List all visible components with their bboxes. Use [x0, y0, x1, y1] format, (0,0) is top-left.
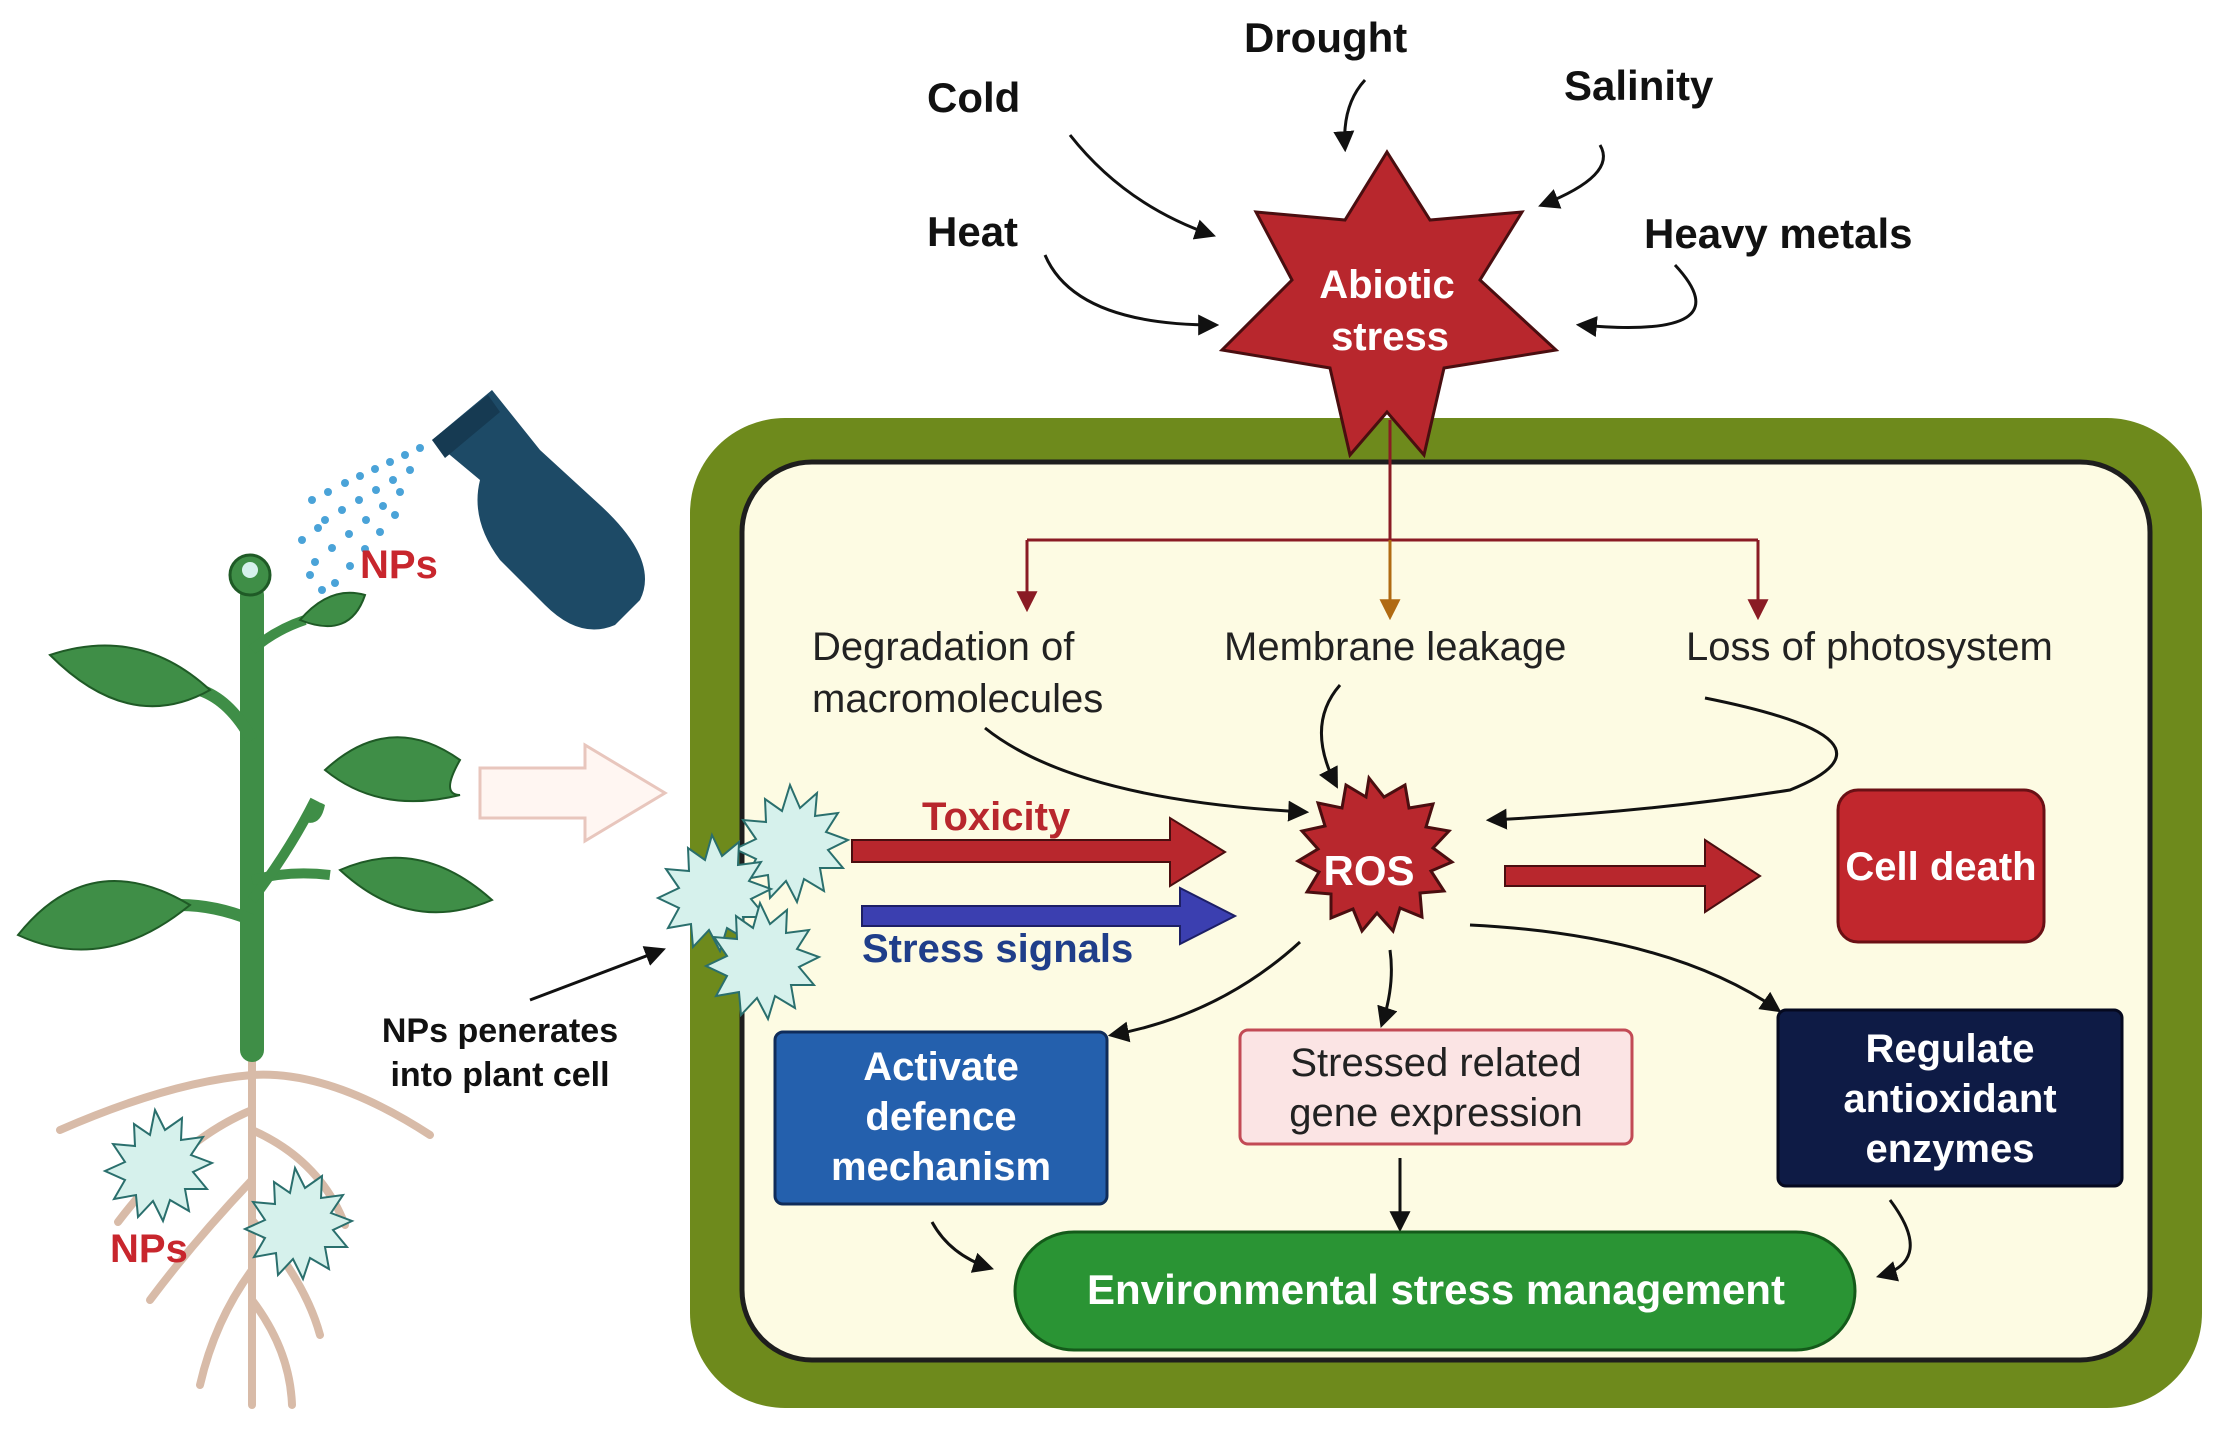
effect-to-ros-arrows [984, 684, 1839, 830]
abiotic-stress-star: Abiotic stress [1218, 149, 1560, 459]
toxicity-arrow [851, 816, 1227, 888]
stress-signals-label: Stress signals [862, 927, 1133, 971]
stressor-heat: Heat [927, 208, 1018, 255]
gene-expression-box: Stressed related gene expression [1238, 1028, 1634, 1146]
root-nanoparticle-1 [102, 1106, 215, 1224]
abiotic-stress-label-1: Abiotic [1319, 263, 1455, 307]
nanoparticle-3 [703, 900, 822, 1022]
root-nanoparticle-2 [242, 1164, 355, 1282]
ros-label: ROS [1323, 847, 1414, 894]
outcome-to-management-arrows [930, 1158, 1912, 1282]
nanoparticle-1 [732, 782, 851, 905]
plant-illustration: NPs [16, 553, 494, 1409]
spray-bottle-head [432, 395, 500, 458]
ros-to-outcome-arrows [1107, 923, 1782, 1043]
gene-expression-label-1: Stressed related [1290, 1041, 1581, 1085]
defence-label-1: Activate [863, 1045, 1019, 1089]
abiotic-stress-label-2: stress [1331, 315, 1449, 359]
antioxidant-rect [1776, 1008, 2124, 1188]
cell-death-label: Cell death [1845, 845, 2036, 889]
arrow-drought-to-stress [1333, 78, 1367, 153]
leaf-2 [298, 591, 367, 628]
toxicity-label: Toxicity [922, 795, 1071, 839]
arrow-membrane-to-ros [1318, 684, 1342, 789]
ros-burst: ROS [1294, 774, 1455, 934]
effect-membrane: Membrane leakage [1224, 625, 1566, 669]
defence-rect [773, 1030, 1109, 1206]
management-label: Environmental stress management [1087, 1266, 1785, 1313]
cell-death-rect [1836, 788, 2046, 944]
arrow-ros-to-antioxidant [1469, 923, 1782, 1013]
arrow-antioxidant-to-management [1875, 1199, 1912, 1282]
cell-death-box: Cell death [1836, 788, 2046, 944]
stressor-heavy-metals: Heavy metals [1644, 210, 1913, 257]
np-entry: NPs penerates into plant cell [382, 946, 666, 1094]
toxicity-arrow-group: Toxicity [851, 795, 1227, 888]
np-entry-label-1: NPs penerates [382, 1012, 618, 1050]
arrow-photosystem-to-ros [1485, 696, 1839, 830]
leaf-5 [338, 856, 494, 914]
plant-to-cell-arrow [478, 742, 668, 844]
np-entry-arrow [529, 946, 666, 1002]
stressor-drought: Drought [1244, 14, 1407, 61]
leaf-1 [48, 644, 212, 708]
leaf-3 [323, 736, 462, 803]
star-shape [1218, 149, 1560, 459]
management-box: Environmental stress management [1013, 1230, 1857, 1352]
cell-nanoparticles [655, 782, 851, 1022]
antioxidant-box: Regulate antioxidant enzymes [1776, 1008, 2124, 1188]
arrow-cold-to-stress [1068, 134, 1216, 240]
effect-degradation-1: Degradation of [812, 625, 1075, 669]
stress-branch-arrows [1016, 420, 1769, 621]
arrow-metals-to-stress [1575, 263, 1698, 337]
effect-degradation-2: macromolecules [812, 677, 1103, 721]
management-rect [1013, 1230, 1857, 1352]
ros-to-cell-death-arrow [1504, 838, 1762, 914]
stressor-cold: Cold [927, 74, 1020, 121]
ros-shape [1294, 774, 1455, 934]
arrow-ros-to-defence [1107, 940, 1302, 1043]
spray-bottle: NPs [298, 390, 645, 630]
effect-photosystem: Loss of photosystem [1686, 625, 2053, 669]
stressor-arrows [1043, 78, 1698, 337]
leaf-4 [16, 880, 192, 951]
antioxidant-label-2: antioxidant [1843, 1077, 2056, 1121]
arrow-heat-to-stress [1043, 254, 1220, 336]
gene-expression-label-2: gene expression [1289, 1091, 1583, 1135]
arrow-defence-to-management [930, 1221, 994, 1273]
arrow-ros-to-gene [1377, 949, 1398, 1028]
effect-labels: Degradation of macromolecules Membrane l… [812, 625, 2053, 721]
defence-label-3: mechanism [831, 1145, 1051, 1189]
antioxidant-label-1: Regulate [1866, 1027, 2035, 1071]
spray-bottle-body [432, 390, 645, 630]
nps-spray-label: NPs [360, 543, 438, 587]
stressor-salinity: Salinity [1564, 62, 1714, 109]
defence-box: Activate defence mechanism [773, 1030, 1109, 1206]
nps-root-label: NPs [110, 1227, 188, 1271]
spray-mist [298, 444, 424, 594]
arrow-salinity-to-stress [1538, 144, 1605, 209]
stress-signals-arrow-group: Stress signals [861, 886, 1238, 971]
np-entry-label-2: into plant cell [390, 1056, 609, 1094]
stressor-labels: Cold Drought Salinity Heat Heavy metals [927, 14, 1913, 257]
antioxidant-label-3: enzymes [1866, 1127, 2035, 1171]
leaf-bud [300, 802, 325, 823]
arrow-degradation-to-ros [984, 726, 1310, 822]
defence-label-2: defence [865, 1095, 1016, 1139]
stress-signals-arrow [861, 886, 1238, 946]
gene-expression-rect [1238, 1028, 1634, 1146]
